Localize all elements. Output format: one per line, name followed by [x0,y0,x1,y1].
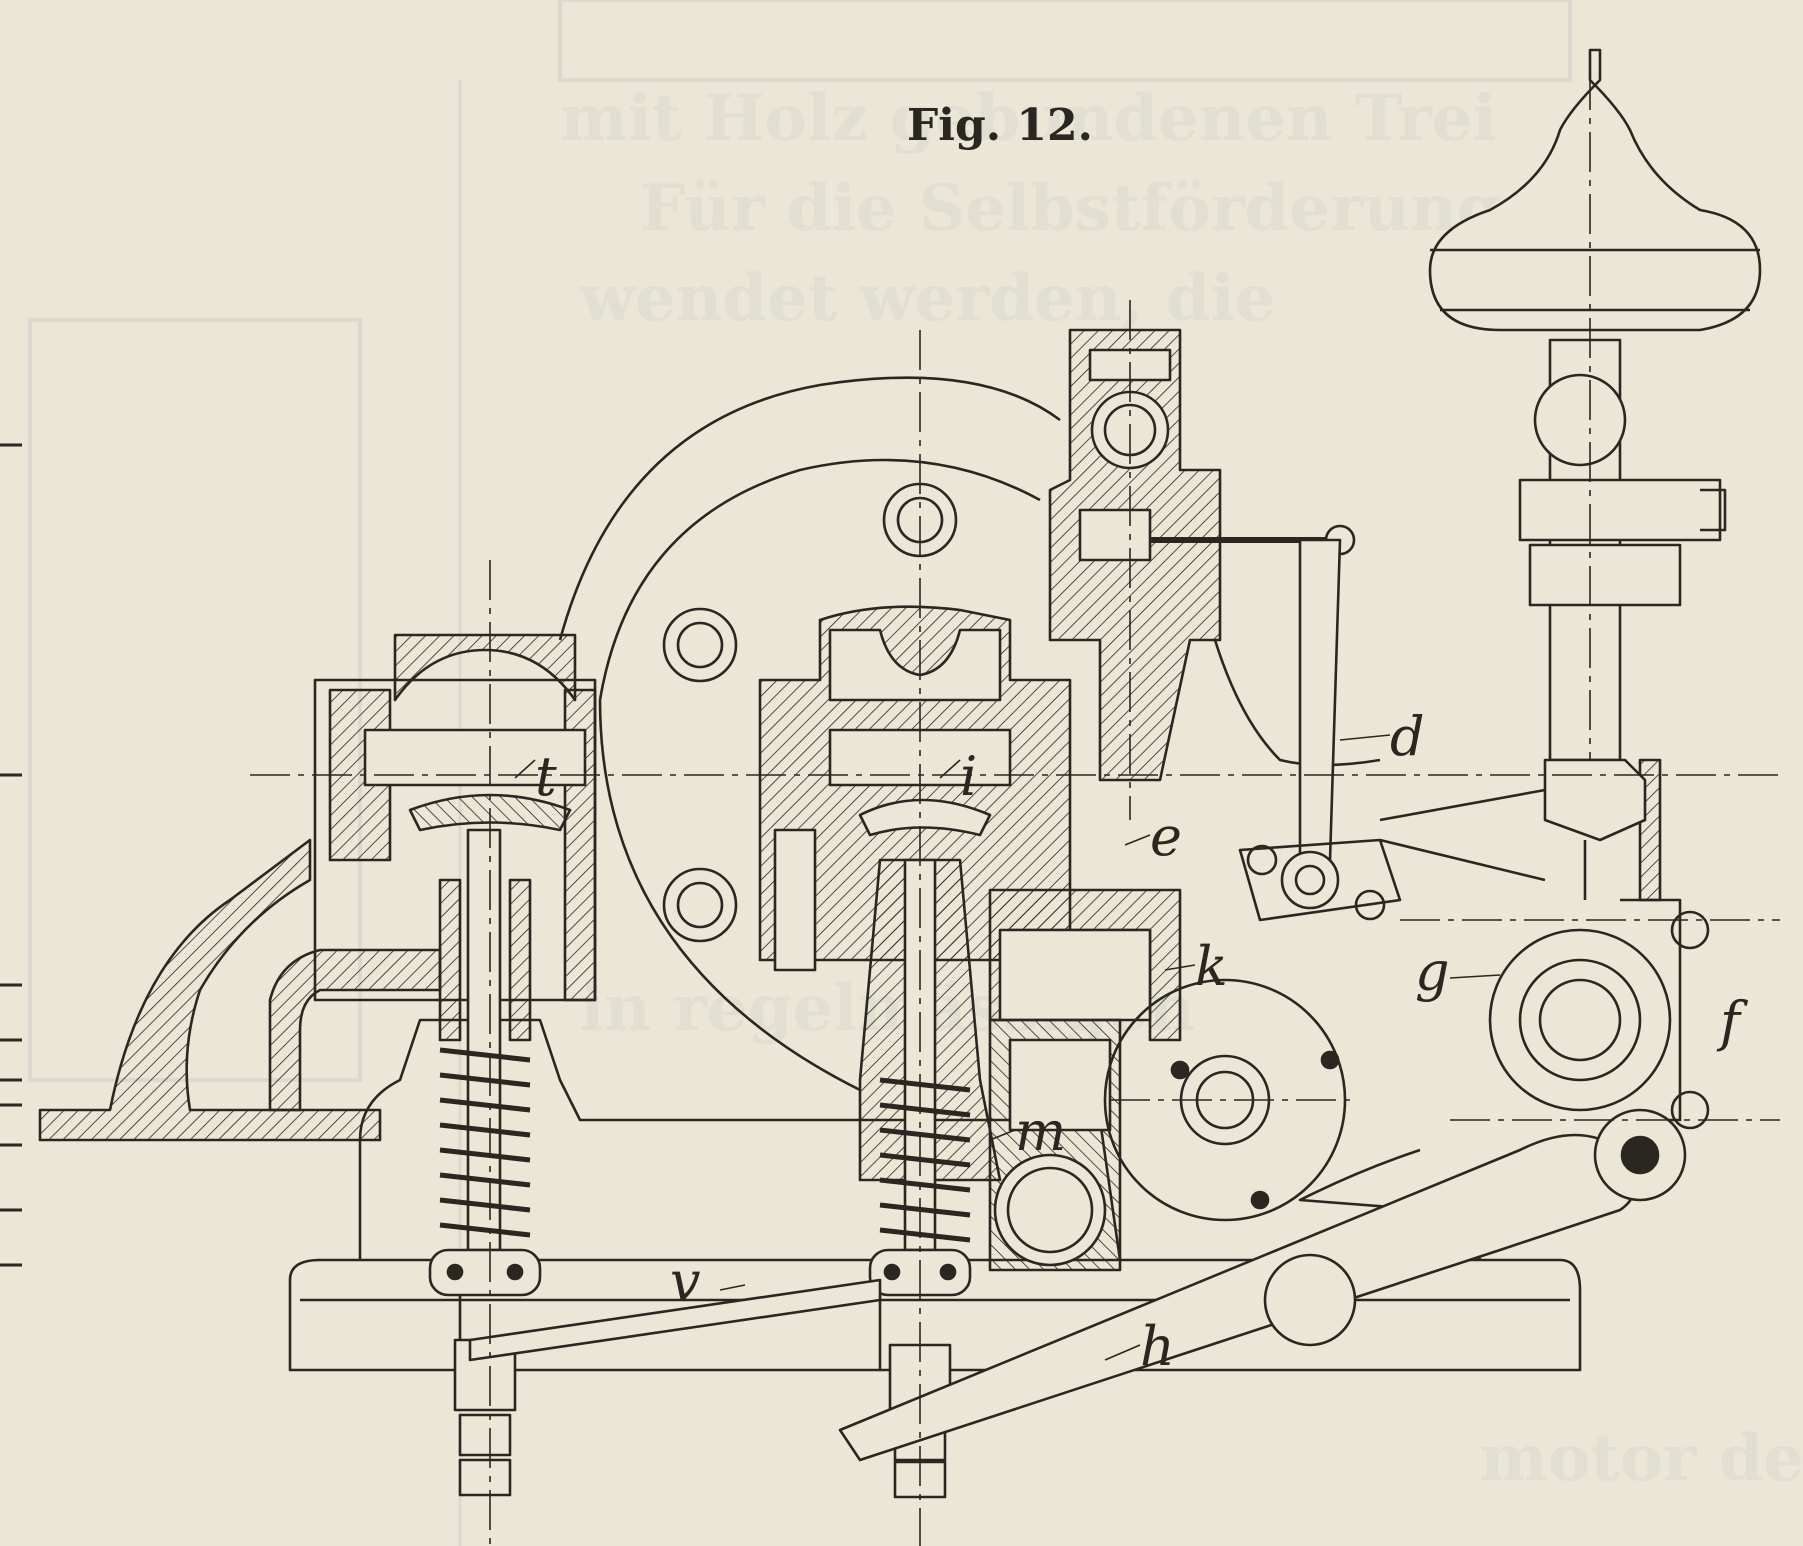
svg-text:wendet werden, die: wendet werden, die [579,261,1276,336]
svg-text:Für die Selbstförderung: Für die Selbstförderung [640,171,1501,246]
figure-caption: Fig. 12. [907,100,1093,151]
label-f: f [1716,990,1748,1053]
base-plate [288,1258,1582,1372]
rocker-h [838,1133,1637,1462]
label-k: k [1195,935,1228,998]
leader-lines [514,734,1501,1361]
margin-ticks [0,443,22,1267]
eccentric-f [1488,928,1672,1112]
gear-housing [558,376,1061,641]
label-e: e [1150,805,1182,868]
label-g: g [1415,940,1450,1003]
lever-d [1298,538,1342,862]
centre-lines [250,70,1780,1546]
label-t: t [535,745,557,808]
svg-text:motor der Motorenfabrik Werk: motor der Motorenfabrik Werk [1480,1421,1803,1496]
valve-stem-t [466,828,502,1252]
governor-sleeve [1543,758,1647,842]
spring-t [439,1047,531,1238]
label-v: v [670,1250,701,1313]
spring-i [879,1077,971,1243]
label-d: d [1390,705,1425,768]
label-i: i [960,745,977,808]
svg-text:mit Holz gebundenen Trei: mit Holz gebundenen Trei [560,81,1497,156]
exhaust-elbow [38,838,382,1142]
push-rod-v [468,1278,882,1362]
label-m: m [1015,1100,1066,1163]
governor-cap [1428,48,1762,332]
label-h: h [1140,1315,1175,1378]
